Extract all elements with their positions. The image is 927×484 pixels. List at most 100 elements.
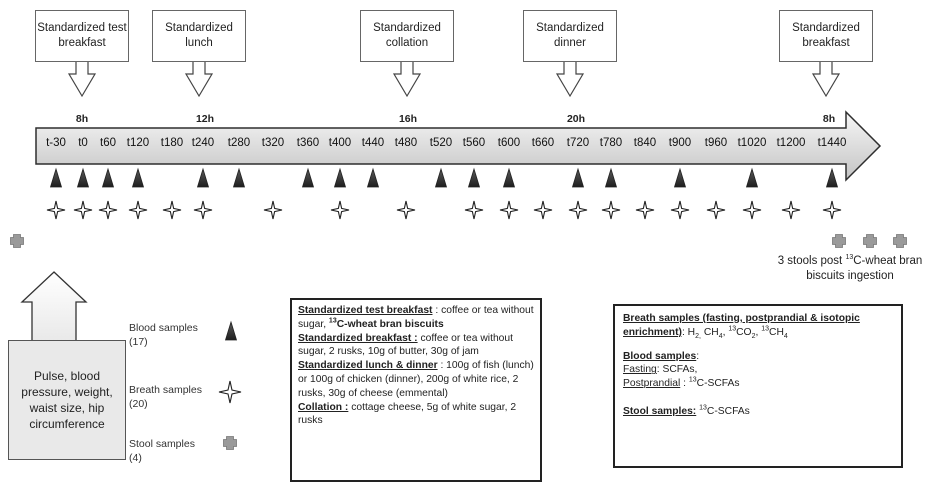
timepoint-label: t840 bbox=[633, 137, 657, 149]
timepoint-label: t60 bbox=[100, 137, 116, 149]
menu-collation: Collation : cottage cheese, 5g of white … bbox=[298, 401, 534, 429]
blood-sample-marker bbox=[333, 167, 347, 188]
samples-stool: Stool samples: 13C-SCFAs bbox=[623, 405, 893, 419]
co2-text: CO bbox=[736, 326, 752, 338]
blood-sample-marker bbox=[131, 167, 145, 188]
stool-sample-marker bbox=[863, 234, 877, 248]
legend-breath: Breath samples(20) bbox=[129, 383, 202, 411]
menu-breakfast: Standardized breakfast : coffee or tea w… bbox=[298, 332, 534, 360]
postprandial-rest: C-SCFAs bbox=[696, 378, 740, 390]
hour-label: 12h bbox=[195, 113, 215, 125]
sep: , bbox=[755, 326, 762, 338]
ch4-text: CH bbox=[700, 326, 719, 338]
blood-sample-marker bbox=[571, 167, 585, 188]
legend-blood-label: Blood samples bbox=[129, 322, 198, 334]
blood-sample-marker bbox=[232, 167, 246, 188]
menu-bold-text: C-wheat bran biscuits bbox=[336, 318, 444, 330]
meal-label: Standardized test breakfast bbox=[37, 22, 127, 49]
meal-callout-breakfast: Standardized breakfast bbox=[779, 10, 873, 62]
measurements-box: Pulse, blood pressure, weight, waist siz… bbox=[8, 340, 126, 460]
callout-pointer-arrow bbox=[392, 62, 422, 98]
postprandial-label: Postprandial bbox=[623, 378, 681, 390]
timepoint-label: t-30 bbox=[46, 137, 66, 149]
breath-sample-marker bbox=[742, 200, 762, 220]
timepoint-label: t480 bbox=[394, 137, 418, 149]
blood-sample-marker bbox=[49, 167, 63, 188]
legend-stool-label: Stool samples bbox=[129, 438, 195, 450]
samples-fasting: Fasting: SCFAs, bbox=[623, 363, 893, 377]
timepoint-label: t900 bbox=[668, 137, 692, 149]
blood-sample-marker bbox=[467, 167, 481, 188]
ch4b-sub: 4 bbox=[783, 332, 788, 340]
ch4b-sup: 13 bbox=[761, 325, 770, 333]
samples-stool-title: Stool samples: bbox=[623, 405, 697, 417]
h2-sub: 2, bbox=[695, 332, 701, 340]
blood-sample-marker bbox=[76, 167, 90, 188]
timepoint-label: t780 bbox=[599, 137, 623, 149]
measurements-text: Pulse, blood pressure, weight, waist siz… bbox=[21, 369, 113, 431]
timepoint-label: t120 bbox=[126, 137, 150, 149]
breath-sample-marker bbox=[464, 200, 484, 220]
breath-sample-marker bbox=[822, 200, 842, 220]
stool-sample-marker bbox=[832, 234, 846, 248]
blood-sample-marker bbox=[224, 320, 238, 341]
postprandial-text: : bbox=[680, 378, 689, 390]
co2-sup: 13 bbox=[728, 325, 737, 333]
blood-sample-marker bbox=[745, 167, 759, 188]
breath-sample-marker bbox=[781, 200, 801, 220]
timepoint-label: t520 bbox=[429, 137, 453, 149]
menu-sup: 13 bbox=[328, 317, 337, 325]
meal-label: Standardized lunch bbox=[165, 22, 233, 49]
blood-sample-marker bbox=[101, 167, 115, 188]
hour-label: 16h bbox=[398, 113, 418, 125]
timepoint-label: t440 bbox=[361, 137, 385, 149]
timepoint-label: t320 bbox=[261, 137, 285, 149]
stool-sup: 13 bbox=[699, 404, 707, 412]
menu-breakfast-title: Standardized breakfast : bbox=[298, 332, 418, 344]
timepoint-label: t280 bbox=[227, 137, 251, 149]
co2-sub: 2 bbox=[751, 332, 756, 340]
sep: , bbox=[722, 326, 729, 338]
samples-colon: : bbox=[696, 350, 700, 362]
timeline-arrow bbox=[35, 110, 882, 182]
menu-collation-text: cottage cheese, 5g of white sugar, 2 rus… bbox=[298, 401, 517, 427]
samples-blood-title: Blood samples bbox=[623, 350, 697, 362]
menu-separator: : bbox=[432, 305, 442, 316]
h2-text: H bbox=[687, 326, 696, 338]
breath-sample-marker bbox=[601, 200, 621, 220]
postprandial-sup: 13 bbox=[688, 376, 697, 384]
meal-label: Standardized collation bbox=[373, 22, 441, 49]
timepoint-label: t560 bbox=[462, 137, 486, 149]
samples-postprandial: Postprandial : 13C-SCFAs bbox=[623, 377, 893, 391]
blood-sample-marker bbox=[604, 167, 618, 188]
timepoint-label: t660 bbox=[531, 137, 555, 149]
timepoint-label: t600 bbox=[497, 137, 521, 149]
meal-label: Standardized breakfast bbox=[792, 22, 860, 49]
hour-label: 8h bbox=[822, 113, 836, 125]
callout-pointer-arrow bbox=[555, 62, 585, 98]
breath-sample-marker bbox=[218, 380, 242, 404]
hour-label: 8h bbox=[75, 113, 89, 125]
stool-note: 3 stools post 13C-wheat bran biscuits in… bbox=[770, 254, 927, 284]
menu-lunch-dinner-text: : 100g of fish (lunch) or 100g of chicke… bbox=[298, 360, 534, 399]
timepoint-label: t1200 bbox=[776, 137, 806, 149]
samples-colon: : bbox=[681, 326, 688, 338]
ch4b-text: CH bbox=[769, 326, 784, 338]
menu-collation-title: Collation : bbox=[298, 401, 349, 413]
fasting-label: Fasting bbox=[623, 364, 657, 376]
stool-sample-marker bbox=[223, 436, 237, 450]
blood-sample-marker bbox=[366, 167, 380, 188]
breath-sample-marker bbox=[635, 200, 655, 220]
callout-pointer-arrow bbox=[67, 62, 97, 98]
meal-callout-collation: Standardized collation bbox=[360, 10, 454, 62]
meal-callout-test-breakfast: Standardized test breakfast bbox=[35, 10, 129, 62]
breath-sample-marker bbox=[568, 200, 588, 220]
callout-pointer-arrow bbox=[184, 62, 214, 98]
breath-sample-marker bbox=[533, 200, 553, 220]
menu-test-breakfast-bold: 13C-wheat bran biscuits bbox=[328, 317, 444, 330]
timepoint-label: t180 bbox=[160, 137, 184, 149]
stool-note-sup: 13 bbox=[845, 254, 854, 262]
meal-label: Standardized dinner bbox=[536, 22, 604, 49]
